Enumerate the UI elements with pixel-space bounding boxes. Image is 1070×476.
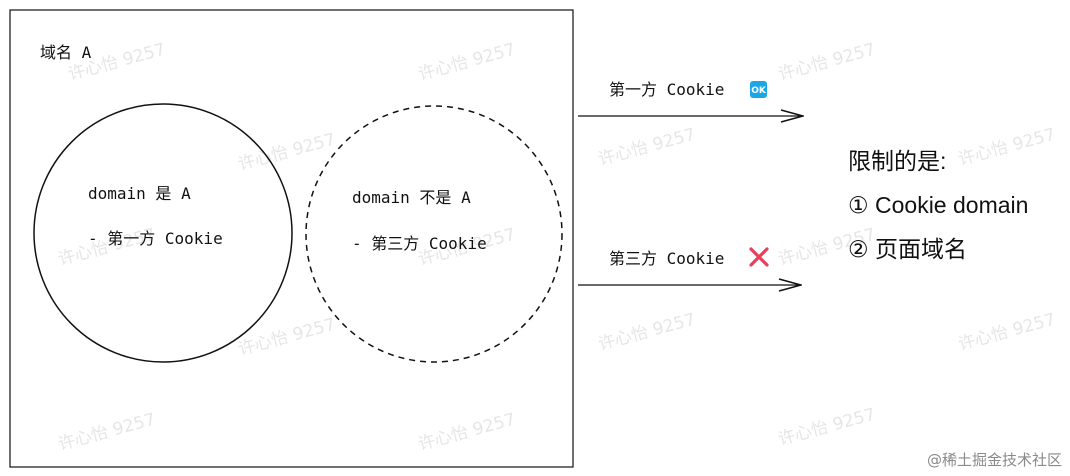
watermark: 许心怡 9257	[596, 125, 697, 170]
watermark: 许心怡 9257	[776, 405, 877, 450]
right-circle-line2: - 第三方 Cookie	[352, 234, 487, 253]
limits-item-2: ② 页面域名	[848, 236, 967, 262]
watermark: 许心怡 9257	[956, 310, 1057, 355]
watermark: 许心怡 9257	[596, 310, 697, 355]
arrow-bottom-label: 第三方 Cookie	[609, 249, 724, 268]
left-circle-line2: - 第一方 Cookie	[88, 229, 223, 248]
domain-a-label: 域名 A	[40, 43, 92, 62]
ok-badge-text: OK	[751, 86, 767, 96]
watermark: 许心怡 9257	[416, 410, 517, 455]
limits-title: 限制的是:	[848, 148, 946, 174]
first-party-circle	[33, 103, 293, 363]
watermark: 许心怡 9257	[236, 315, 337, 360]
domain-a-box	[9, 9, 574, 468]
footer-credit: @稀土掘金技术社区	[927, 451, 1062, 469]
left-circle-line1: domain 是 A	[88, 184, 191, 203]
watermark: 许心怡 9257	[956, 125, 1057, 170]
arrow-top-label: 第一方 Cookie	[609, 80, 724, 99]
watermark: 许心怡 9257	[776, 40, 877, 85]
watermark: 许心怡 9257	[56, 410, 157, 455]
cross-icon	[749, 247, 769, 267]
limits-item-1: ① Cookie domain	[848, 192, 1028, 218]
third-party-circle	[305, 105, 563, 363]
watermark: 许心怡 9257	[236, 130, 337, 175]
watermark: 许心怡 9257	[416, 40, 517, 85]
right-circle-line1: domain 不是 A	[352, 188, 471, 207]
ok-badge: OK	[750, 81, 767, 98]
